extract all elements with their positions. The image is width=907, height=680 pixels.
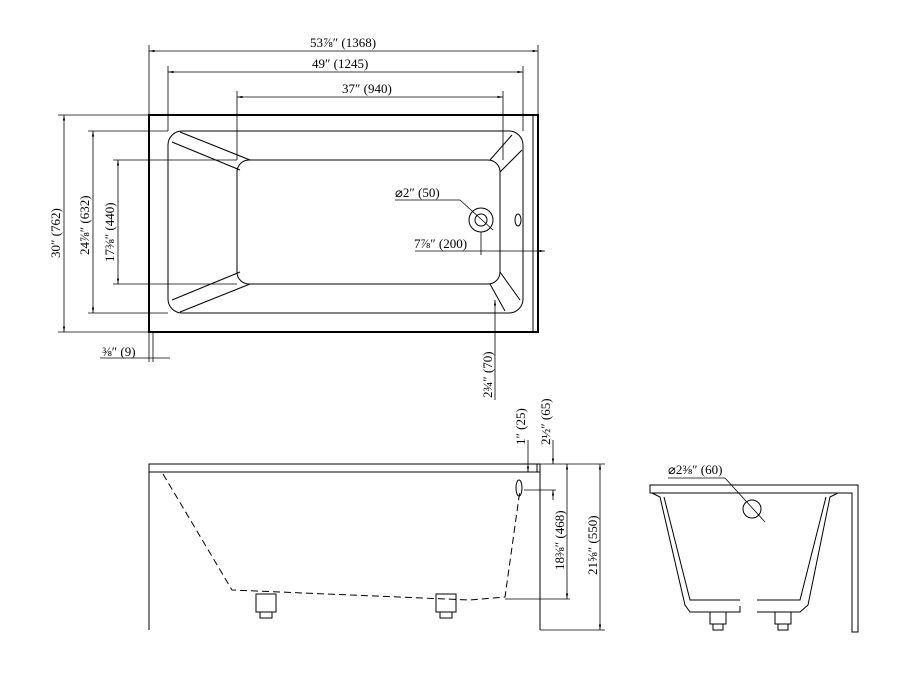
- foot: [435, 593, 457, 619]
- basin-hidden-line: [162, 473, 521, 601]
- basin-outline: [167, 130, 524, 314]
- overflow-icon: [742, 499, 762, 519]
- dim-overflow-from-top: 1″ (25): [513, 408, 528, 445]
- dim-inner-length: 49″ (1245): [312, 56, 368, 71]
- dim-rim-width: 2¾″ (70): [480, 351, 495, 398]
- dim-floor-width: 17⅜″ (440): [102, 202, 117, 262]
- dim-skirt-offset: ⅜″ (9): [102, 344, 136, 359]
- side-view: 1″ (25) 2½″ (65) 18⅜″ (468) 21⅝″ (550): [148, 398, 605, 631]
- dim-inner-width: 24⅞″ (632): [77, 195, 92, 255]
- dim-overall-height: 21⅝″ (550): [585, 515, 600, 575]
- dim-overflow-diameter: ⌀2⅜″ (60): [668, 462, 722, 477]
- floor-outline: [236, 159, 501, 285]
- end-view: ⌀2⅜″ (60): [649, 462, 859, 633]
- dim-drain-diameter: ⌀2″ (50): [395, 185, 440, 200]
- dim-drain-offset: 7⅞″ (200): [414, 236, 467, 251]
- overflow-icon: [514, 213, 522, 227]
- dim-floor-length: 37″ (940): [342, 81, 392, 96]
- foot: [709, 611, 727, 631]
- dim-inner-depth: 18⅜″ (468): [552, 510, 567, 570]
- top-view: 53⅞″ (1368) 49″ (1245) 37″ (940) 30″ (76…: [48, 35, 545, 400]
- foot: [255, 593, 277, 619]
- dim-overall-width: 30″ (762): [48, 208, 63, 258]
- overflow-icon: [515, 479, 523, 497]
- dim-overall-length: 53⅞″ (1368): [310, 35, 376, 50]
- foot: [774, 611, 792, 631]
- dim-overflow-center: 2½″ (65): [538, 398, 553, 445]
- tub-outline: [148, 114, 539, 333]
